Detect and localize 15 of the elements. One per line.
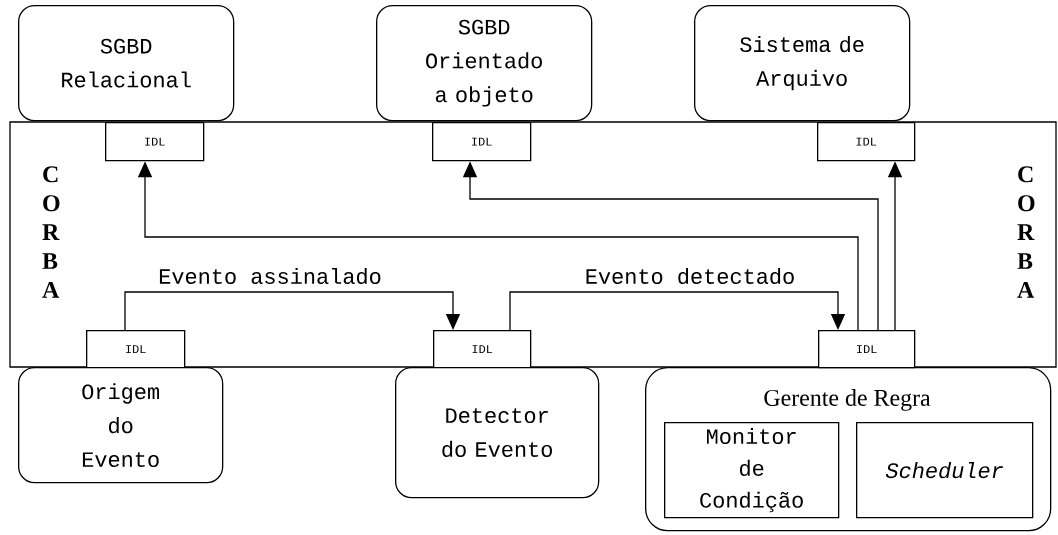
- interface-box: IDL: [817, 122, 916, 162]
- edge-label: Evento assinalado: [157, 266, 383, 286]
- interface-box: IDL: [105, 122, 205, 162]
- arrow: [124, 291, 461, 331]
- edge-label: Evento detectado: [583, 266, 797, 286]
- interface-box: IDL: [432, 122, 532, 162]
- bus-band: [9, 121, 1057, 368]
- module-box: Monitor de Condição: [664, 422, 840, 519]
- arrow: [509, 291, 846, 331]
- module-box: Scheduler: [856, 422, 1034, 519]
- interface-box: IDL: [818, 330, 916, 369]
- vertical-label: C O R B A: [1017, 166, 1035, 298]
- interface-box: IDL: [433, 330, 532, 369]
- interface-box: IDL: [86, 330, 186, 369]
- vertical-label: C O R B A: [42, 166, 60, 298]
